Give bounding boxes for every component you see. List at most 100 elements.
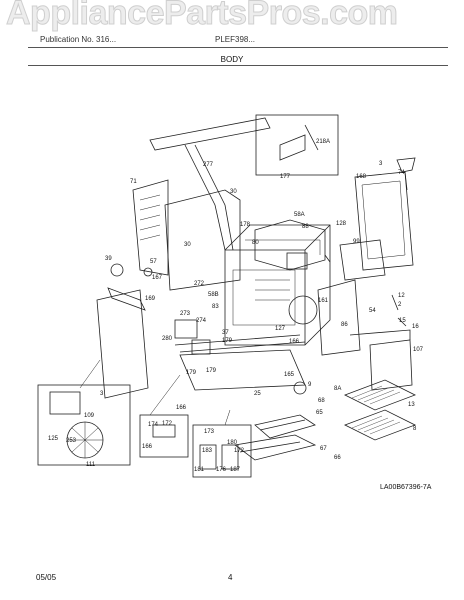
callout: 58B bbox=[208, 292, 219, 298]
callout: 166 bbox=[142, 444, 153, 450]
oven-door bbox=[354, 171, 414, 271]
callout: 177 bbox=[280, 174, 291, 180]
callout: 66 bbox=[334, 455, 341, 461]
side-panel-right bbox=[317, 279, 361, 356]
callout: 68 bbox=[318, 398, 325, 404]
callout: 30 bbox=[184, 242, 191, 248]
callout: 30 bbox=[230, 189, 237, 195]
oven-cavity bbox=[224, 224, 331, 346]
callout: 179 bbox=[186, 370, 197, 376]
oven-rack-upper bbox=[344, 379, 416, 411]
rear-frame bbox=[164, 189, 241, 291]
callout: 25 bbox=[254, 391, 261, 397]
page-number: 4 bbox=[228, 573, 233, 582]
callout: 99 bbox=[353, 239, 360, 245]
callout: 3 bbox=[379, 161, 383, 167]
callout: 169 bbox=[145, 296, 156, 302]
callout: 180 bbox=[227, 440, 238, 446]
callout: 128 bbox=[336, 221, 347, 227]
callout: 37 bbox=[222, 330, 229, 336]
callout: 2 bbox=[398, 302, 402, 308]
title-rule bbox=[28, 65, 448, 66]
callout: 166 bbox=[289, 339, 300, 345]
callout: 3 bbox=[100, 391, 104, 397]
part-274 bbox=[191, 339, 211, 355]
callout: 181 bbox=[194, 467, 205, 473]
part-5 bbox=[293, 381, 307, 395]
inset-fan bbox=[37, 384, 131, 466]
control-panel-outline bbox=[149, 117, 271, 151]
footer-date: 05/05 bbox=[36, 573, 57, 582]
trim-168 bbox=[107, 287, 146, 311]
callout: 272 bbox=[194, 281, 205, 287]
callout: 83 bbox=[212, 304, 219, 310]
callout: 8 bbox=[413, 426, 417, 432]
knob-74 bbox=[396, 157, 416, 173]
broil-element bbox=[234, 434, 317, 461]
inset-switch bbox=[139, 414, 189, 458]
top-duct bbox=[254, 219, 326, 271]
part-57 bbox=[143, 267, 153, 277]
part-39 bbox=[110, 263, 124, 277]
callout: 71 bbox=[130, 179, 137, 185]
inset-box-top bbox=[255, 114, 339, 176]
callout: 80 bbox=[252, 240, 259, 246]
callout: 39 bbox=[105, 256, 112, 262]
callout: 168 bbox=[356, 174, 367, 180]
callout: 107 bbox=[413, 347, 424, 353]
header-rule bbox=[28, 47, 448, 48]
callout: 74 bbox=[398, 170, 405, 176]
callout: 9 bbox=[308, 382, 312, 388]
callout: 273 bbox=[180, 311, 191, 317]
callout: 277 bbox=[203, 162, 214, 168]
base-pan bbox=[179, 349, 306, 391]
callout: 67 bbox=[320, 446, 327, 452]
callout: 109 bbox=[84, 413, 95, 419]
callout: 65 bbox=[316, 410, 323, 416]
callout: 172 bbox=[234, 448, 245, 454]
model-number: PLEF398... bbox=[215, 35, 256, 44]
callout: 167 bbox=[152, 275, 163, 281]
callout: 179 bbox=[206, 368, 217, 374]
callout: 178 bbox=[240, 222, 251, 228]
callout: 218A bbox=[316, 139, 330, 145]
flue-duct bbox=[184, 144, 226, 251]
callout: 172 bbox=[162, 421, 173, 427]
callout: 166 bbox=[176, 405, 187, 411]
callout: 88 bbox=[302, 224, 309, 230]
callout: 12 bbox=[398, 293, 405, 299]
callout: 54 bbox=[369, 308, 376, 314]
callout: 274 bbox=[196, 318, 207, 324]
callout: 15 bbox=[399, 318, 406, 324]
callout: 161 bbox=[318, 298, 329, 304]
callout: 280 bbox=[162, 336, 173, 342]
callout-labels: 277 71 30 30 178 177 218A 3 74 168 58A 8… bbox=[48, 139, 424, 473]
callout: 57 bbox=[150, 259, 157, 265]
publication-number: Publication No. 316... bbox=[40, 35, 117, 44]
callout: 127 bbox=[275, 326, 286, 332]
inset-sensor bbox=[192, 424, 252, 478]
front-panel bbox=[96, 289, 149, 399]
callout: 179 bbox=[222, 338, 233, 344]
callout: 125 bbox=[48, 436, 59, 442]
callout: 13 bbox=[408, 402, 415, 408]
callout: 173 bbox=[204, 429, 215, 435]
callout: 253 bbox=[66, 438, 77, 444]
bake-element bbox=[254, 414, 316, 439]
storage-drawer bbox=[369, 339, 413, 391]
callout: 8A bbox=[334, 386, 341, 392]
figure-code: LA00B67396-7A bbox=[380, 484, 432, 491]
callout: 111 bbox=[86, 462, 96, 468]
callout: 16 bbox=[412, 324, 419, 330]
callout: 176 bbox=[216, 467, 227, 473]
page-title: BODY bbox=[220, 55, 244, 64]
part-273 bbox=[174, 319, 198, 339]
oven-gasket bbox=[288, 295, 318, 325]
callout: 165 bbox=[284, 372, 295, 378]
side-panel-left bbox=[132, 179, 169, 276]
bracket-99 bbox=[339, 239, 386, 281]
callout: 86 bbox=[341, 322, 348, 328]
oven-rack-lower bbox=[344, 409, 416, 441]
rail bbox=[174, 334, 306, 353]
